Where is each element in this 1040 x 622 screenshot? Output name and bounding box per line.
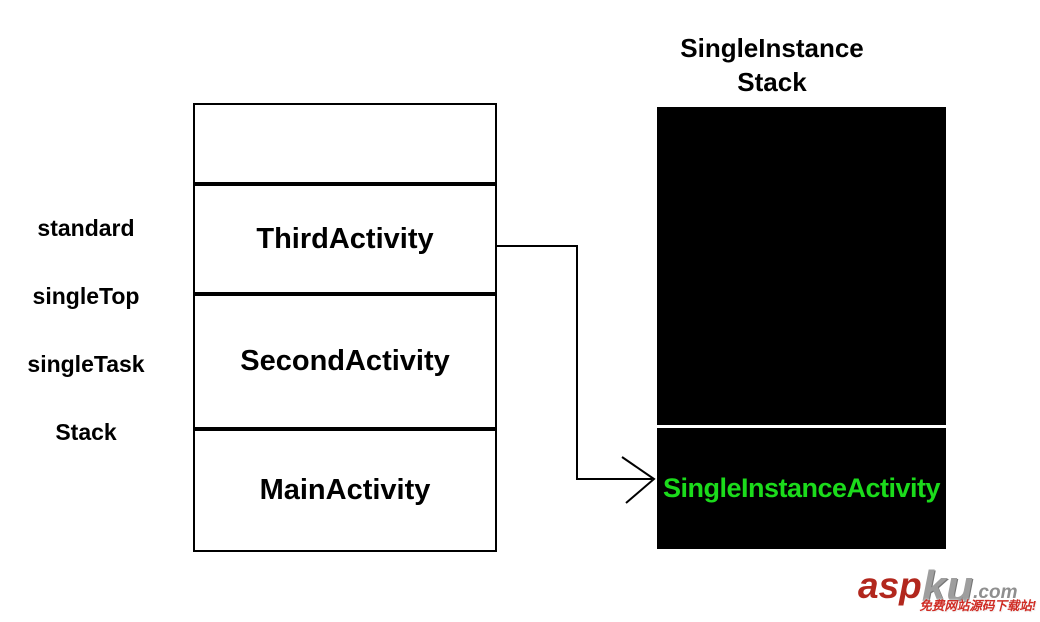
logo-asp-text: asp — [858, 565, 922, 606]
stack-row-thirdactivity: ThirdActivity — [195, 182, 495, 292]
single-instance-stack-box: SingleInstanceActivity — [657, 107, 946, 549]
stack-row-mainactivity: MainActivity — [195, 427, 495, 550]
label-standard: standard — [37, 215, 135, 241]
title-line-2: Stack — [737, 67, 807, 97]
logo-tld-text: .com — [973, 582, 1018, 603]
logo-ku-text: ku — [921, 562, 974, 611]
watermark-tagline: 免费网站源码下载站! — [919, 599, 1036, 613]
aspku-logo: aspku.com — [858, 562, 1017, 612]
stack-row-empty — [195, 105, 495, 182]
label-singletask: singleTask — [27, 351, 145, 377]
aspku-watermark: aspku.com 免费网站源码下载站! — [858, 562, 1038, 618]
single-instance-stack-title: SingleInstance Stack — [622, 31, 922, 99]
single-instance-divider — [657, 425, 946, 428]
title-line-1: SingleInstance — [680, 33, 864, 63]
single-instance-activity-label: SingleInstanceActivity — [662, 473, 941, 503]
single-instance-activity-cell: SingleInstanceActivity — [657, 428, 946, 549]
stack-row-secondactivity: SecondActivity — [195, 292, 495, 427]
label-singletop: singleTop — [32, 283, 140, 309]
main-task-stack: ThirdActivity SecondActivity MainActivit… — [193, 103, 497, 552]
label-stack: Stack — [55, 419, 117, 445]
single-instance-empty-area — [657, 107, 946, 425]
